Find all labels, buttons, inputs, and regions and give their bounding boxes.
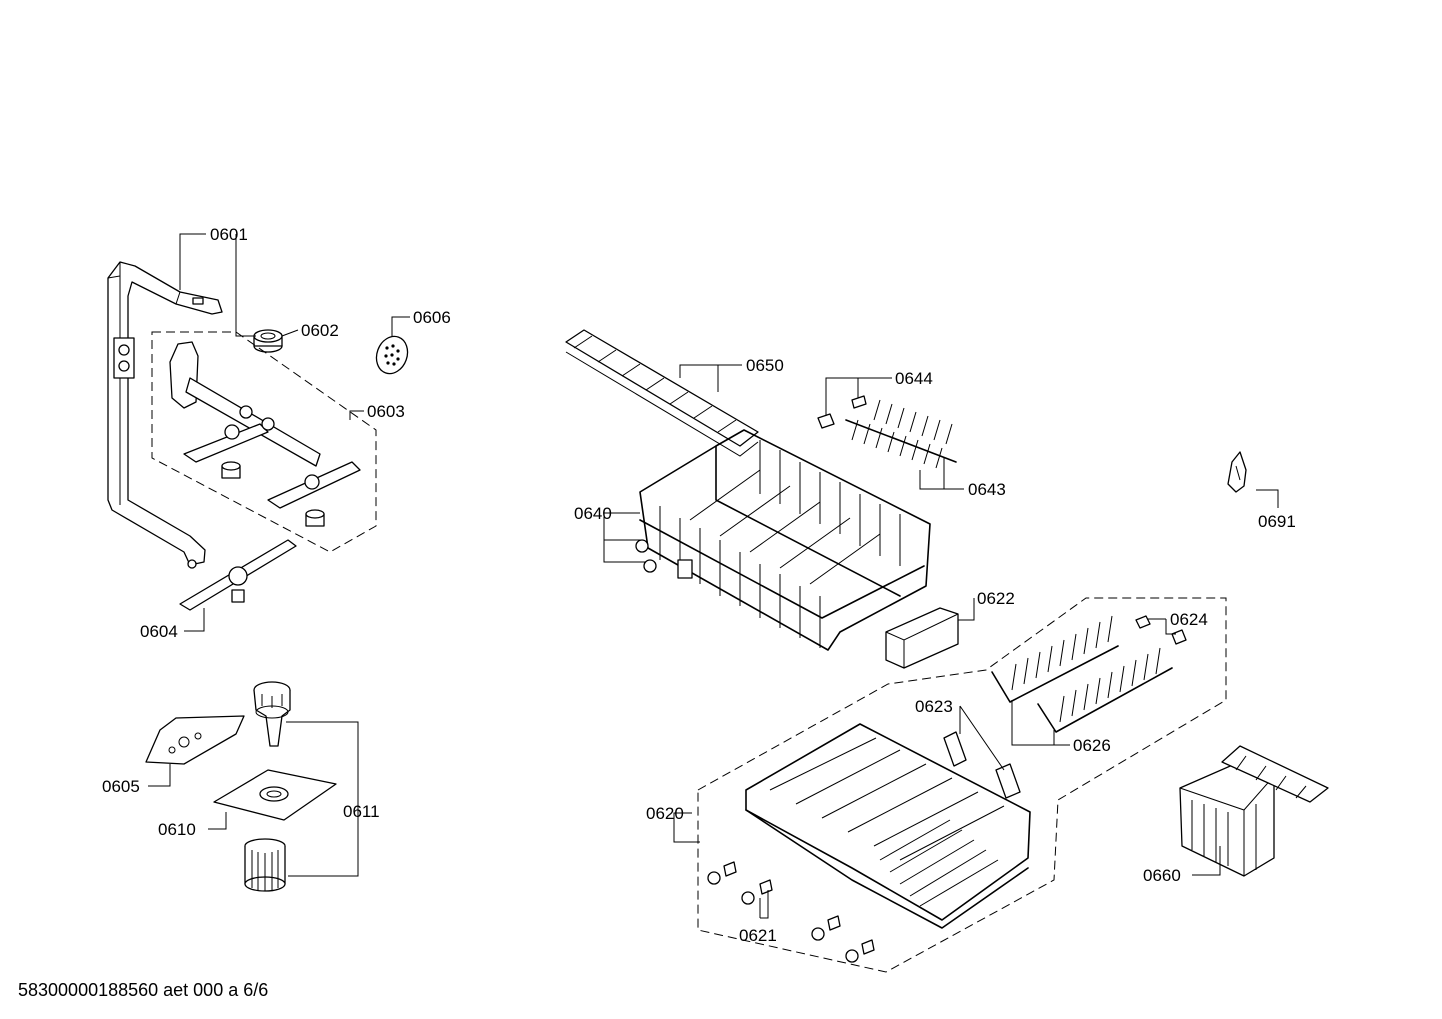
filter-disc-0606-part (375, 335, 409, 375)
coarse-filter-cylinder-part (244, 838, 286, 892)
sieve-plate-0610-part (213, 769, 337, 821)
label-0622: 0622 (977, 589, 1015, 608)
label-0640: 0640 (574, 504, 612, 523)
label-0606: 0606 (413, 308, 451, 327)
label-0620: 0620 (646, 804, 684, 823)
clip-0644-part (817, 395, 867, 429)
cutlery-tray-0650-part (565, 329, 759, 457)
label-0691: 0691 (1258, 512, 1296, 531)
label-0623: 0623 (915, 697, 953, 716)
cutlery-basket-0660-part (1179, 745, 1329, 877)
label-0660: 0660 (1143, 866, 1181, 885)
label-0644: 0644 (895, 369, 933, 388)
label-0626: 0626 (1073, 736, 1111, 755)
drawing-id-footer: 58300000188560 aet 000 a 6/6 (18, 980, 269, 1000)
tine-rack-0626-part (991, 615, 1173, 733)
label-0601: 0601 (210, 225, 248, 244)
upper-basket-0640-part (635, 429, 931, 651)
leader-lines (148, 233, 1279, 919)
label-0603: 0603 (367, 402, 405, 421)
clip-0691-part (1227, 451, 1247, 493)
box-0622-part (885, 607, 959, 669)
label-0602: 0602 (301, 321, 339, 340)
cover-0605-part (145, 715, 245, 765)
label-0624: 0624 (1170, 610, 1208, 629)
lower-basket-group-outline (697, 597, 1227, 973)
lower-spray-arm-0604-part (179, 539, 297, 611)
label-0604: 0604 (140, 622, 178, 641)
fine-filter-0611-part (253, 681, 291, 747)
label-0611: 0611 (343, 802, 380, 821)
clip-0623-part (943, 731, 1021, 799)
connector-0602-part (253, 329, 283, 353)
label-0610: 0610 (158, 820, 196, 839)
supply-pipe-part (107, 261, 223, 569)
spray-arm-assembly-0603 (151, 331, 377, 553)
label-0643: 0643 (968, 480, 1006, 499)
label-0605: 0605 (102, 777, 140, 796)
lower-basket-0620-part (707, 723, 1031, 963)
label-0650: 0650 (746, 356, 784, 375)
label-0621: 0621 (739, 926, 777, 945)
tine-row-0643-part (845, 399, 957, 469)
